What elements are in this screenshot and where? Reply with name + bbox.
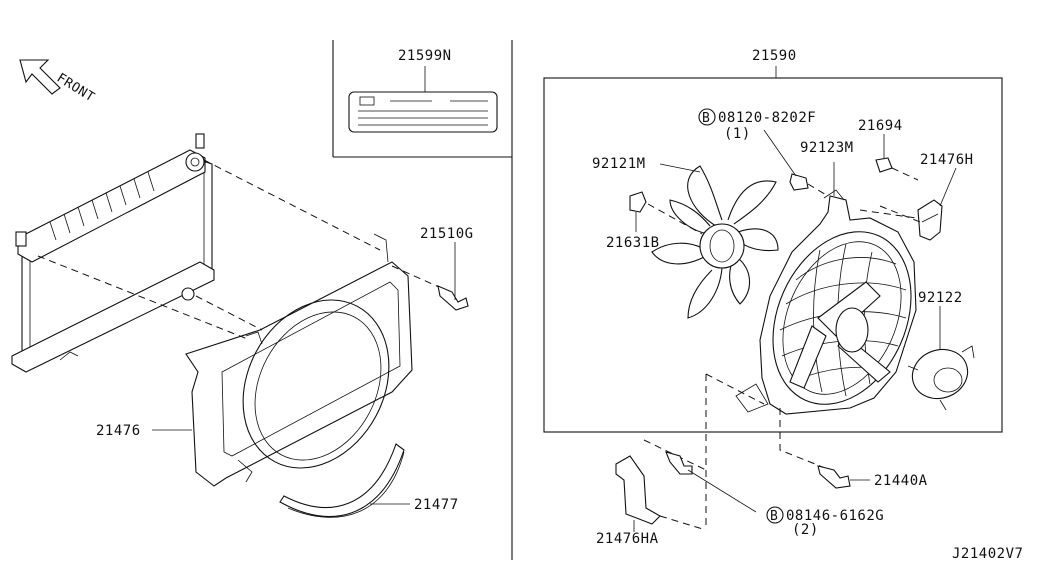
label-21599N: 21599N bbox=[398, 48, 452, 64]
bolt-2-marker: B bbox=[770, 509, 778, 524]
label-21476HA: 21476HA bbox=[596, 531, 659, 547]
label-21476H: 21476H bbox=[920, 152, 974, 168]
label-21631B: 21631B bbox=[606, 235, 660, 251]
bracket-21476H bbox=[859, 167, 957, 241]
label-21476: 21476 bbox=[96, 423, 141, 439]
radiator bbox=[11, 133, 215, 373]
bolt-1-qty: (1) bbox=[724, 126, 751, 142]
fan-motor bbox=[907, 306, 975, 411]
nut-21631B bbox=[629, 191, 703, 235]
bracket-21476HA bbox=[615, 455, 661, 532]
alignment-lines-lower bbox=[643, 373, 831, 531]
shroud-seal bbox=[279, 443, 410, 518]
diagram-code: J21402V7 bbox=[952, 546, 1023, 562]
separator-lines bbox=[332, 40, 513, 560]
bolt-2-qty: (2) bbox=[792, 522, 819, 538]
label-21440A: 21440A bbox=[874, 473, 928, 489]
bolt-1-code: 08120-8202F bbox=[718, 110, 816, 126]
label-21694: 21694 bbox=[858, 118, 903, 134]
bolt-21440A bbox=[817, 465, 870, 489]
bolt-21510G bbox=[437, 242, 469, 311]
bolt-2-code: 08146-6162G bbox=[786, 508, 884, 524]
fan-assembly-frame bbox=[543, 77, 1003, 433]
bolt-1-marker: B bbox=[702, 111, 710, 126]
fan-shroud bbox=[185, 233, 413, 487]
label-21510G: 21510G bbox=[420, 226, 474, 242]
label-21590: 21590 bbox=[752, 48, 797, 64]
label-21477: 21477 bbox=[414, 497, 459, 513]
label-92122: 92122 bbox=[918, 290, 963, 306]
label-92123M: 92123M bbox=[800, 140, 854, 156]
bolt-08120-8202F bbox=[698, 108, 829, 197]
fan-blade bbox=[651, 165, 779, 319]
label-92121M: 92121M bbox=[592, 156, 646, 172]
bolt-08146-6162G bbox=[665, 451, 784, 524]
caution-label-sticker bbox=[348, 66, 498, 133]
bolt-21694 bbox=[875, 134, 919, 181]
motor-shroud bbox=[735, 189, 917, 415]
front-arrow-icon bbox=[19, 59, 61, 95]
